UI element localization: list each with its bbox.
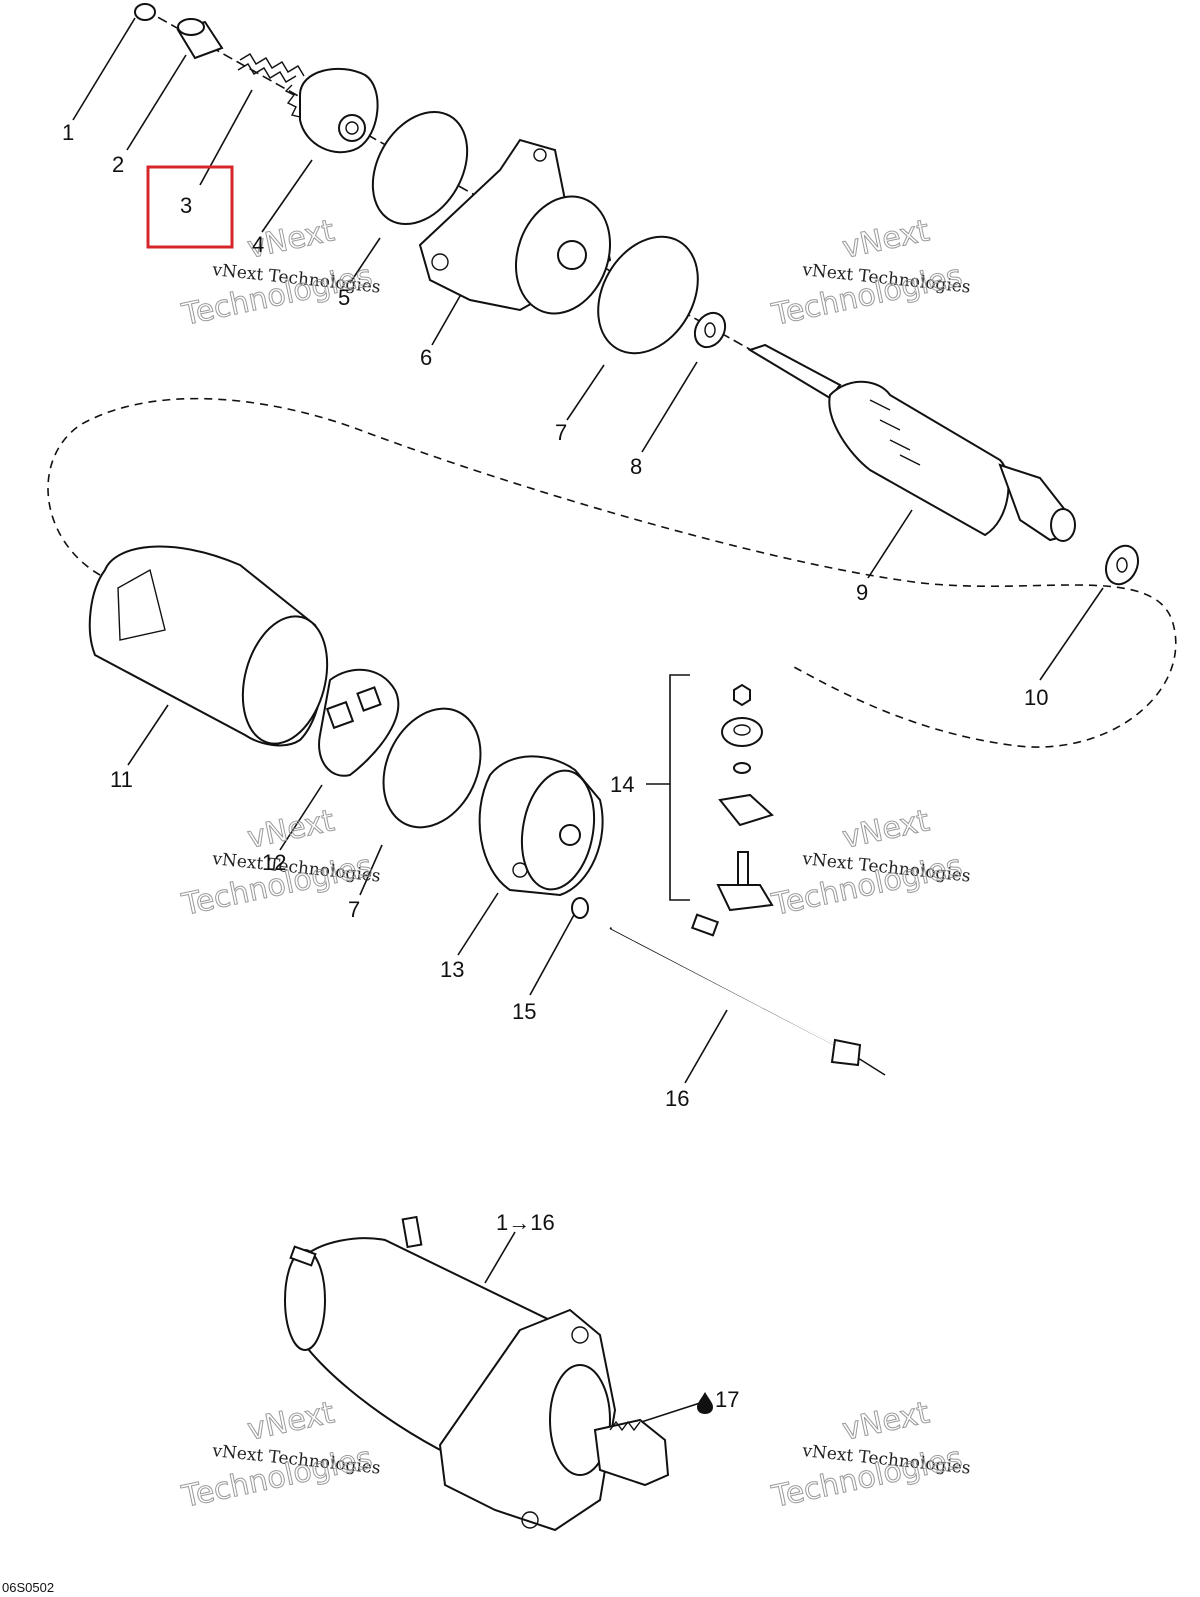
part-14-terminal-kit [690,683,774,937]
callout-labels: 1 2 3 4 5 6 7 8 9 10 11 12 7 13 14 15 16… [62,120,1048,1414]
callout-11[interactable]: 11 [110,767,133,792]
callout-17[interactable]: 17 [715,1387,739,1412]
part-15-o-ring [571,897,589,919]
callout-17-group[interactable]: 17 [697,1387,739,1414]
reference-code: 06S0502 [2,1580,54,1595]
part-9-armature [747,343,1076,542]
part-3-spring [237,53,305,83]
svg-text:vNext: vNext [839,213,932,266]
part-13-rear-cover [478,755,604,897]
callout-assembly[interactable]: 1→16 [496,1210,555,1235]
callout-1[interactable]: 1 [62,120,74,145]
starter-assembly [284,1215,670,1532]
svg-text:vNext: vNext [839,1395,932,1448]
callout-2[interactable]: 2 [112,152,124,177]
oil-drop-icon [697,1392,713,1414]
watermark-top-right: vNext vNext Technologies Technologies [768,213,972,334]
callout-3[interactable]: 3 [180,193,192,218]
part-16-through-bolt [609,927,886,1076]
leader-lines [72,17,1104,1426]
group-outline [47,397,1177,748]
callout-14[interactable]: 14 [610,772,634,797]
part-8-washer [693,311,727,349]
part-12-brush-plate [318,668,400,777]
part-1-o-ring [134,3,156,21]
callout-10[interactable]: 10 [1024,685,1048,710]
part-7b-o-ring [382,707,482,829]
svg-text:vNext: vNext [839,803,932,856]
callout-6[interactable]: 6 [420,345,432,370]
callout-13[interactable]: 13 [440,957,464,982]
callout-8[interactable]: 8 [630,454,642,479]
watermark-mid-right: vNext vNext Technologies Technologies [768,803,972,924]
callout-7b[interactable]: 7 [348,897,360,922]
callout-4[interactable]: 4 [252,232,264,257]
callout-5[interactable]: 5 [338,285,350,310]
callout-3-highlight [146,165,234,249]
callout-16[interactable]: 16 [665,1086,689,1111]
part-2-bushing [176,18,224,60]
part-11-yoke-housing [88,545,329,747]
callout-15[interactable]: 15 [512,999,536,1024]
part-5-o-ring [371,110,469,226]
part-10-washer [1104,544,1140,586]
watermark-bottom-left: vNext vNext Technologies Technologies [178,1395,382,1516]
watermark-top-left: vNext vNext Technologies Technologies [178,213,382,334]
callout-7[interactable]: 7 [555,420,567,445]
callout-9[interactable]: 9 [856,580,868,605]
svg-text:vNext: vNext [244,1395,337,1448]
svg-text:vNext: vNext [244,803,337,856]
callout-12[interactable]: 12 [262,850,286,875]
part-7-o-ring [597,235,699,355]
watermark-bottom-right: vNext vNext Technologies Technologies [768,1395,972,1516]
part-6-front-housing [418,138,612,315]
part-4-drive-gear [284,67,379,154]
